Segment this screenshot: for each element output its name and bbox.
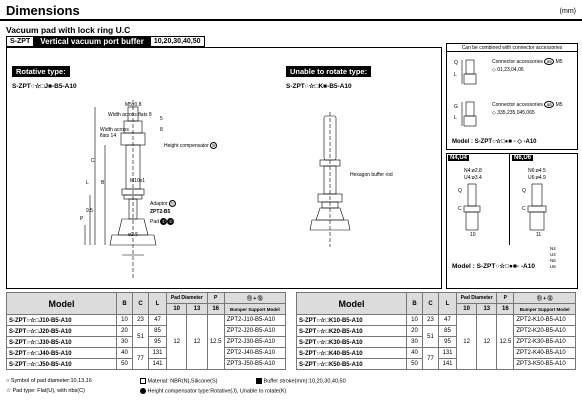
nports-box	[446, 153, 578, 289]
unrotative-heading: Unable to rotate type:	[286, 66, 372, 77]
unit-label: (mm)	[559, 8, 576, 15]
u4-label: U4:ø3.4	[464, 175, 482, 181]
p-dim-label: P	[80, 216, 84, 222]
np-10: 10	[470, 232, 476, 238]
product-bar: S-ZPT Vertical vacuum port buffer 10,20,…	[6, 36, 205, 47]
zpt-label: ZPT2-B5	[150, 209, 171, 215]
legend-stroke: Buffer stroke(mm):10,20,30,40,50	[256, 378, 346, 384]
adaptor-label: Adaptor ⑫	[150, 200, 176, 207]
table-left: Model B C L Pad Diameter P ⑪ + ⑫ 10 13 1…	[6, 292, 287, 370]
tab-n4u4: N4,U4	[448, 155, 470, 161]
acc-model-line: Model : S-ZPT○☆□●■ - ◇ -A10	[452, 139, 537, 145]
u6-label: U6:ø4.9	[528, 175, 546, 181]
unrotative-model-code: S-ZPT○☆□K■-B5-A10	[286, 83, 352, 90]
rotative-heading: Rotative type:	[12, 66, 70, 77]
accessories-box	[446, 43, 578, 150]
c-dim-label: C	[91, 158, 95, 164]
acc-l-label: L	[454, 72, 457, 78]
m5-label: M5x0.8	[125, 102, 142, 108]
np-q2: Q	[522, 188, 526, 194]
acc1-name: Connector accessories a5 M5	[492, 58, 563, 65]
hex-rod-label: Hexagon buffer rod	[350, 172, 393, 178]
flats14-label: Width across flats 14	[100, 127, 129, 139]
n4-label: N4:ø2.8	[464, 168, 482, 174]
rotative-drawing	[84, 100, 157, 280]
product-sizes: 10,20,30,40,50	[149, 36, 205, 47]
product-code: S-ZPT	[6, 36, 35, 47]
acc2-codes: ◇ 335,235,045,065	[492, 110, 535, 116]
phi25-label: ø2.5	[128, 232, 139, 238]
n6-label: N6:ø4.5	[528, 168, 546, 174]
acc-g-label: G	[454, 104, 458, 110]
dim95-label: 9.5	[86, 208, 93, 214]
filled-circle-icon	[140, 388, 146, 394]
accessories-drawing	[461, 59, 477, 127]
section-title: Vacuum pad with lock ring U.C	[6, 25, 131, 35]
acc2-name: Connector accessories a6 M5	[492, 101, 563, 108]
m10-label: M10x1	[130, 178, 146, 184]
product-name: Vertical vacuum port buffer	[34, 36, 150, 47]
title-rule	[0, 19, 582, 21]
unrotative-drawing	[309, 112, 351, 247]
legend-material: Material: NBR(N),Silicone(S)	[140, 378, 218, 384]
square-icon	[140, 378, 146, 384]
flats8-label: Width across flats 8	[108, 112, 152, 118]
table-right: Model B C L Pad Diameter P ⑪ + ⑫ 10 13 1…	[296, 292, 576, 370]
nports-drawing	[463, 183, 547, 231]
tab-n6u6: N6,U6	[512, 155, 534, 161]
b-dim-label: B	[101, 180, 105, 186]
np-11: 11	[536, 232, 542, 238]
height-comp-label: Height compensator ⑩	[164, 142, 218, 149]
np-c1: C	[458, 206, 462, 212]
acc1-codes: ◇ 01,23,04,06	[492, 67, 524, 73]
np-options: N4 U4 N6 U6	[550, 246, 556, 269]
np-c2: C	[522, 206, 526, 212]
dim8-label: 8	[160, 127, 163, 133]
np-model-line: Model : S-ZPT○☆□●■- -A10	[452, 263, 535, 270]
filled-square-icon	[256, 378, 262, 384]
dim5-label: 5	[160, 116, 163, 122]
legend-pad-diameter: ○ Symbol of pad diameter:10,13,16	[6, 378, 92, 384]
page-title: Dimensions	[6, 3, 80, 18]
acc-l2-label: L	[454, 115, 457, 121]
legend-height-comp: Height compensator type:Rotative(J), Una…	[140, 388, 286, 394]
drawing-panel	[6, 47, 442, 289]
acc-q-label: Q	[454, 60, 458, 66]
np-q1: Q	[458, 188, 462, 194]
accessories-heading: Can be combined with connector accessori…	[461, 45, 563, 51]
rotative-model-code: S-ZPT○☆□J■-B5-A10	[12, 83, 77, 90]
l-dim-label: L	[86, 180, 89, 186]
legend-pad-type: ☆ Pad type: Flat(U), with ribs(C)	[6, 388, 85, 394]
